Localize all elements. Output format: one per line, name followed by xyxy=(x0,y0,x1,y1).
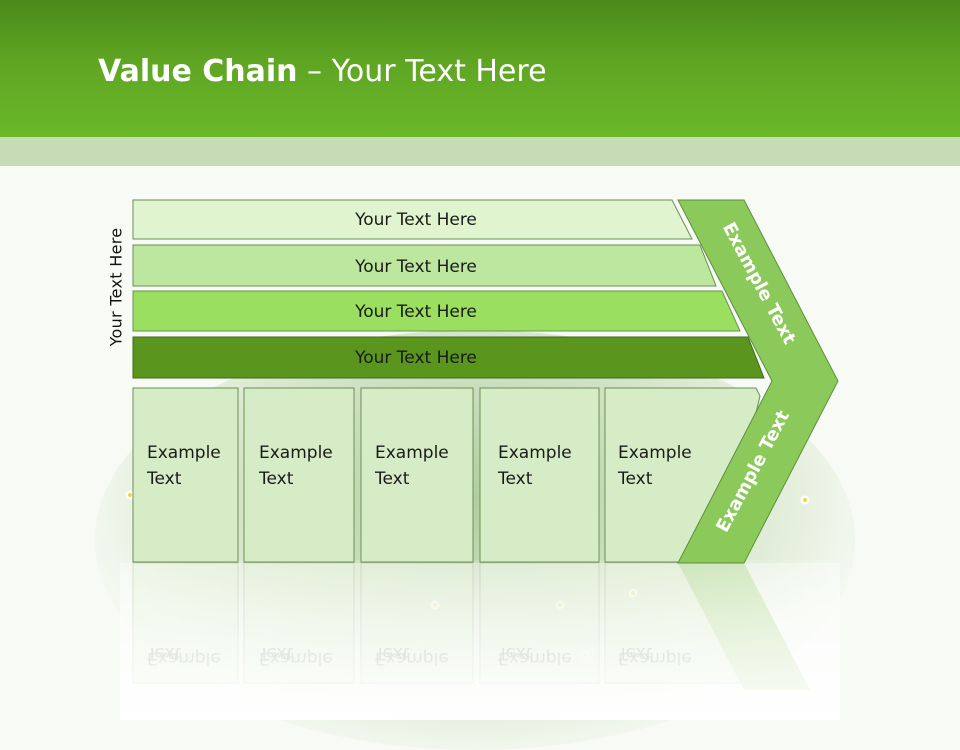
title-rest: – Your Text Here xyxy=(297,54,547,89)
column-box xyxy=(360,387,474,563)
header-strip xyxy=(0,137,960,166)
value-chain-diagram: Example Text Example Text Example Text E… xyxy=(120,199,840,720)
daisy-decoration xyxy=(800,495,810,505)
column-text-line2: Text xyxy=(497,469,533,489)
column-text-line1: Example xyxy=(618,443,692,463)
column-text-line1: Example xyxy=(498,443,572,463)
column-text-line1: Example xyxy=(259,443,333,463)
title-bold: Value Chain xyxy=(98,54,298,89)
activity-bar xyxy=(132,244,717,287)
reflection-overlay xyxy=(120,563,840,720)
column-box xyxy=(132,387,239,563)
column-text-line2: Text xyxy=(617,469,653,489)
slide-title: Value Chain – Your Text Here xyxy=(98,52,547,92)
column-text-line1: Example xyxy=(147,443,221,463)
activity-bar xyxy=(132,199,693,240)
activity-bar xyxy=(132,336,765,379)
column-text-line1: Example xyxy=(375,443,449,463)
column-text-line2: Text xyxy=(374,469,410,489)
daisy-decoration xyxy=(125,490,135,500)
activity-bar xyxy=(132,290,741,332)
header-bar xyxy=(0,0,960,137)
column-text-line2: Text xyxy=(258,469,294,489)
column-text-line2: Text xyxy=(146,469,182,489)
bar-label: Your Text Here xyxy=(354,210,477,230)
column-box xyxy=(243,387,355,563)
bar-label: Your Text Here xyxy=(354,257,477,277)
margin-chevron xyxy=(677,199,839,564)
bar-label: Your Text Here xyxy=(354,302,477,322)
bar-label: Your Text Here xyxy=(354,348,477,368)
column-box xyxy=(479,387,600,563)
